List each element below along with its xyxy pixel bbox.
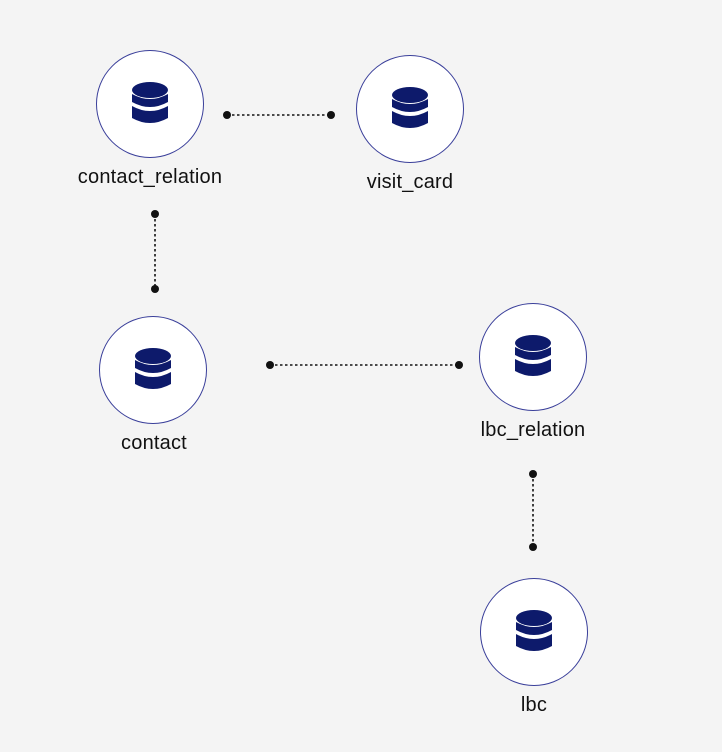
edge-endpoint-lbc[interactable] bbox=[529, 543, 537, 551]
database-icon bbox=[132, 82, 168, 123]
node-label-lbc: lbc bbox=[520, 694, 548, 716]
edge-endpoint-contact_relation[interactable] bbox=[223, 111, 231, 119]
node-contact-relation[interactable] bbox=[96, 50, 204, 158]
node-label-contact-relation: contact_relation bbox=[77, 166, 223, 188]
edge-endpoint-lbc_relation[interactable] bbox=[455, 361, 463, 369]
node-label-visit-card: visit_card bbox=[366, 171, 454, 193]
edge-endpoint-contact[interactable] bbox=[266, 361, 274, 369]
edge-endpoint-contact_relation[interactable] bbox=[151, 210, 159, 218]
database-icon bbox=[392, 87, 428, 128]
edge-endpoint-contact[interactable] bbox=[151, 285, 159, 293]
node-label-lbc-relation: lbc_relation bbox=[480, 419, 586, 441]
database-icon bbox=[135, 348, 171, 389]
edge-endpoint-lbc_relation[interactable] bbox=[529, 470, 537, 478]
edge-endpoint-visit_card[interactable] bbox=[327, 111, 335, 119]
database-icon bbox=[515, 335, 551, 376]
node-visit-card[interactable] bbox=[356, 55, 464, 163]
node-lbc-relation[interactable] bbox=[479, 303, 587, 411]
node-label-contact: contact bbox=[121, 432, 187, 454]
node-lbc[interactable] bbox=[480, 578, 588, 686]
node-contact[interactable] bbox=[99, 316, 207, 424]
database-icon bbox=[516, 610, 552, 651]
